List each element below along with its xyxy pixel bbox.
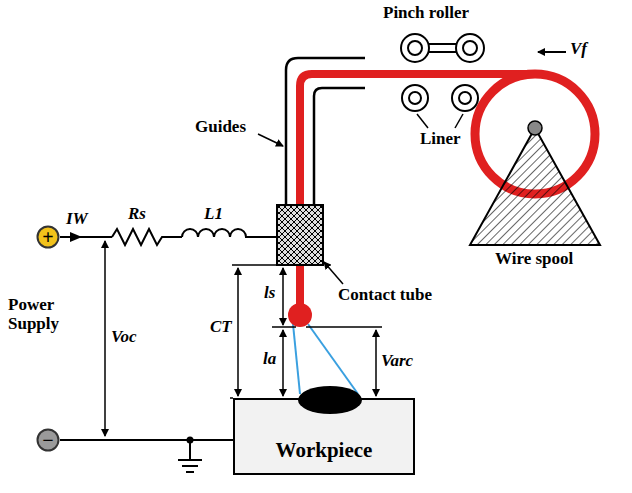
terminal-circle xyxy=(38,430,59,451)
negative-terminal: − xyxy=(36,428,60,452)
leader-line xyxy=(455,114,463,128)
signal-name: IW xyxy=(66,210,88,229)
inductor-symbol xyxy=(182,229,277,237)
part-name: Power Supply xyxy=(8,296,70,333)
dimension-label: ls xyxy=(264,284,275,303)
leader-arrow xyxy=(258,134,283,146)
wire xyxy=(60,236,112,238)
filler-wire xyxy=(300,74,535,305)
part-name: Wire spool xyxy=(495,250,573,269)
node-text: − xyxy=(42,430,53,450)
ground-symbol xyxy=(186,471,194,473)
part-name: Pinch roller xyxy=(383,4,469,23)
node-text: Workpiece xyxy=(276,440,373,461)
liner-roller xyxy=(452,85,478,111)
signal-name: Voc xyxy=(111,328,137,347)
dimension-line xyxy=(375,330,377,396)
pinch-roller xyxy=(456,34,484,62)
dimension-line xyxy=(282,330,284,396)
feed-arrow xyxy=(538,51,566,53)
ground-symbol xyxy=(182,465,198,467)
liner-roller xyxy=(409,92,421,104)
contact-tube xyxy=(277,205,323,265)
positive-terminal: + xyxy=(36,225,60,249)
component-name: L1 xyxy=(204,205,223,224)
liner-roller xyxy=(402,85,428,111)
signal-name: Vf xyxy=(570,40,587,59)
resistor-symbol xyxy=(112,229,182,245)
contact-tube-hatch xyxy=(277,205,323,265)
guide-outer xyxy=(286,58,365,205)
dimension-label: CT xyxy=(210,318,232,337)
dimension-tick xyxy=(306,326,382,328)
spool-stand xyxy=(470,128,600,245)
voltage-arrow xyxy=(104,241,106,436)
dimension-line xyxy=(282,268,284,325)
ground-wire xyxy=(60,439,233,441)
dimension-tick xyxy=(272,326,296,328)
molten-droplet xyxy=(288,303,312,327)
liner-roller xyxy=(459,92,471,104)
terminal-circle xyxy=(38,227,59,248)
part-name: Liner xyxy=(420,130,461,149)
guide-inner xyxy=(314,88,365,205)
spool-hub xyxy=(528,121,542,135)
part-name: Guides xyxy=(195,118,246,137)
current-arrow xyxy=(70,232,82,242)
weld-pool xyxy=(298,386,362,414)
arc-boundary xyxy=(293,324,300,394)
dimension-label: Varc xyxy=(381,352,413,371)
pinch-roller xyxy=(463,41,477,55)
part-name: Contact tube xyxy=(338,286,432,305)
leader-line xyxy=(417,114,428,128)
dimension-line xyxy=(237,268,239,396)
dimension-label: la xyxy=(263,350,276,369)
leader-arrow xyxy=(324,262,343,284)
component-name: Rs xyxy=(128,205,146,224)
node-text: + xyxy=(42,227,53,247)
arc-boundary xyxy=(308,324,358,394)
pinch-roller xyxy=(401,34,429,62)
ground-symbol xyxy=(178,459,202,461)
workpiece-box: Workpiece xyxy=(233,398,415,475)
ground-wire xyxy=(189,440,191,460)
dimension-tick xyxy=(232,264,277,266)
pinch-roller xyxy=(408,41,422,55)
